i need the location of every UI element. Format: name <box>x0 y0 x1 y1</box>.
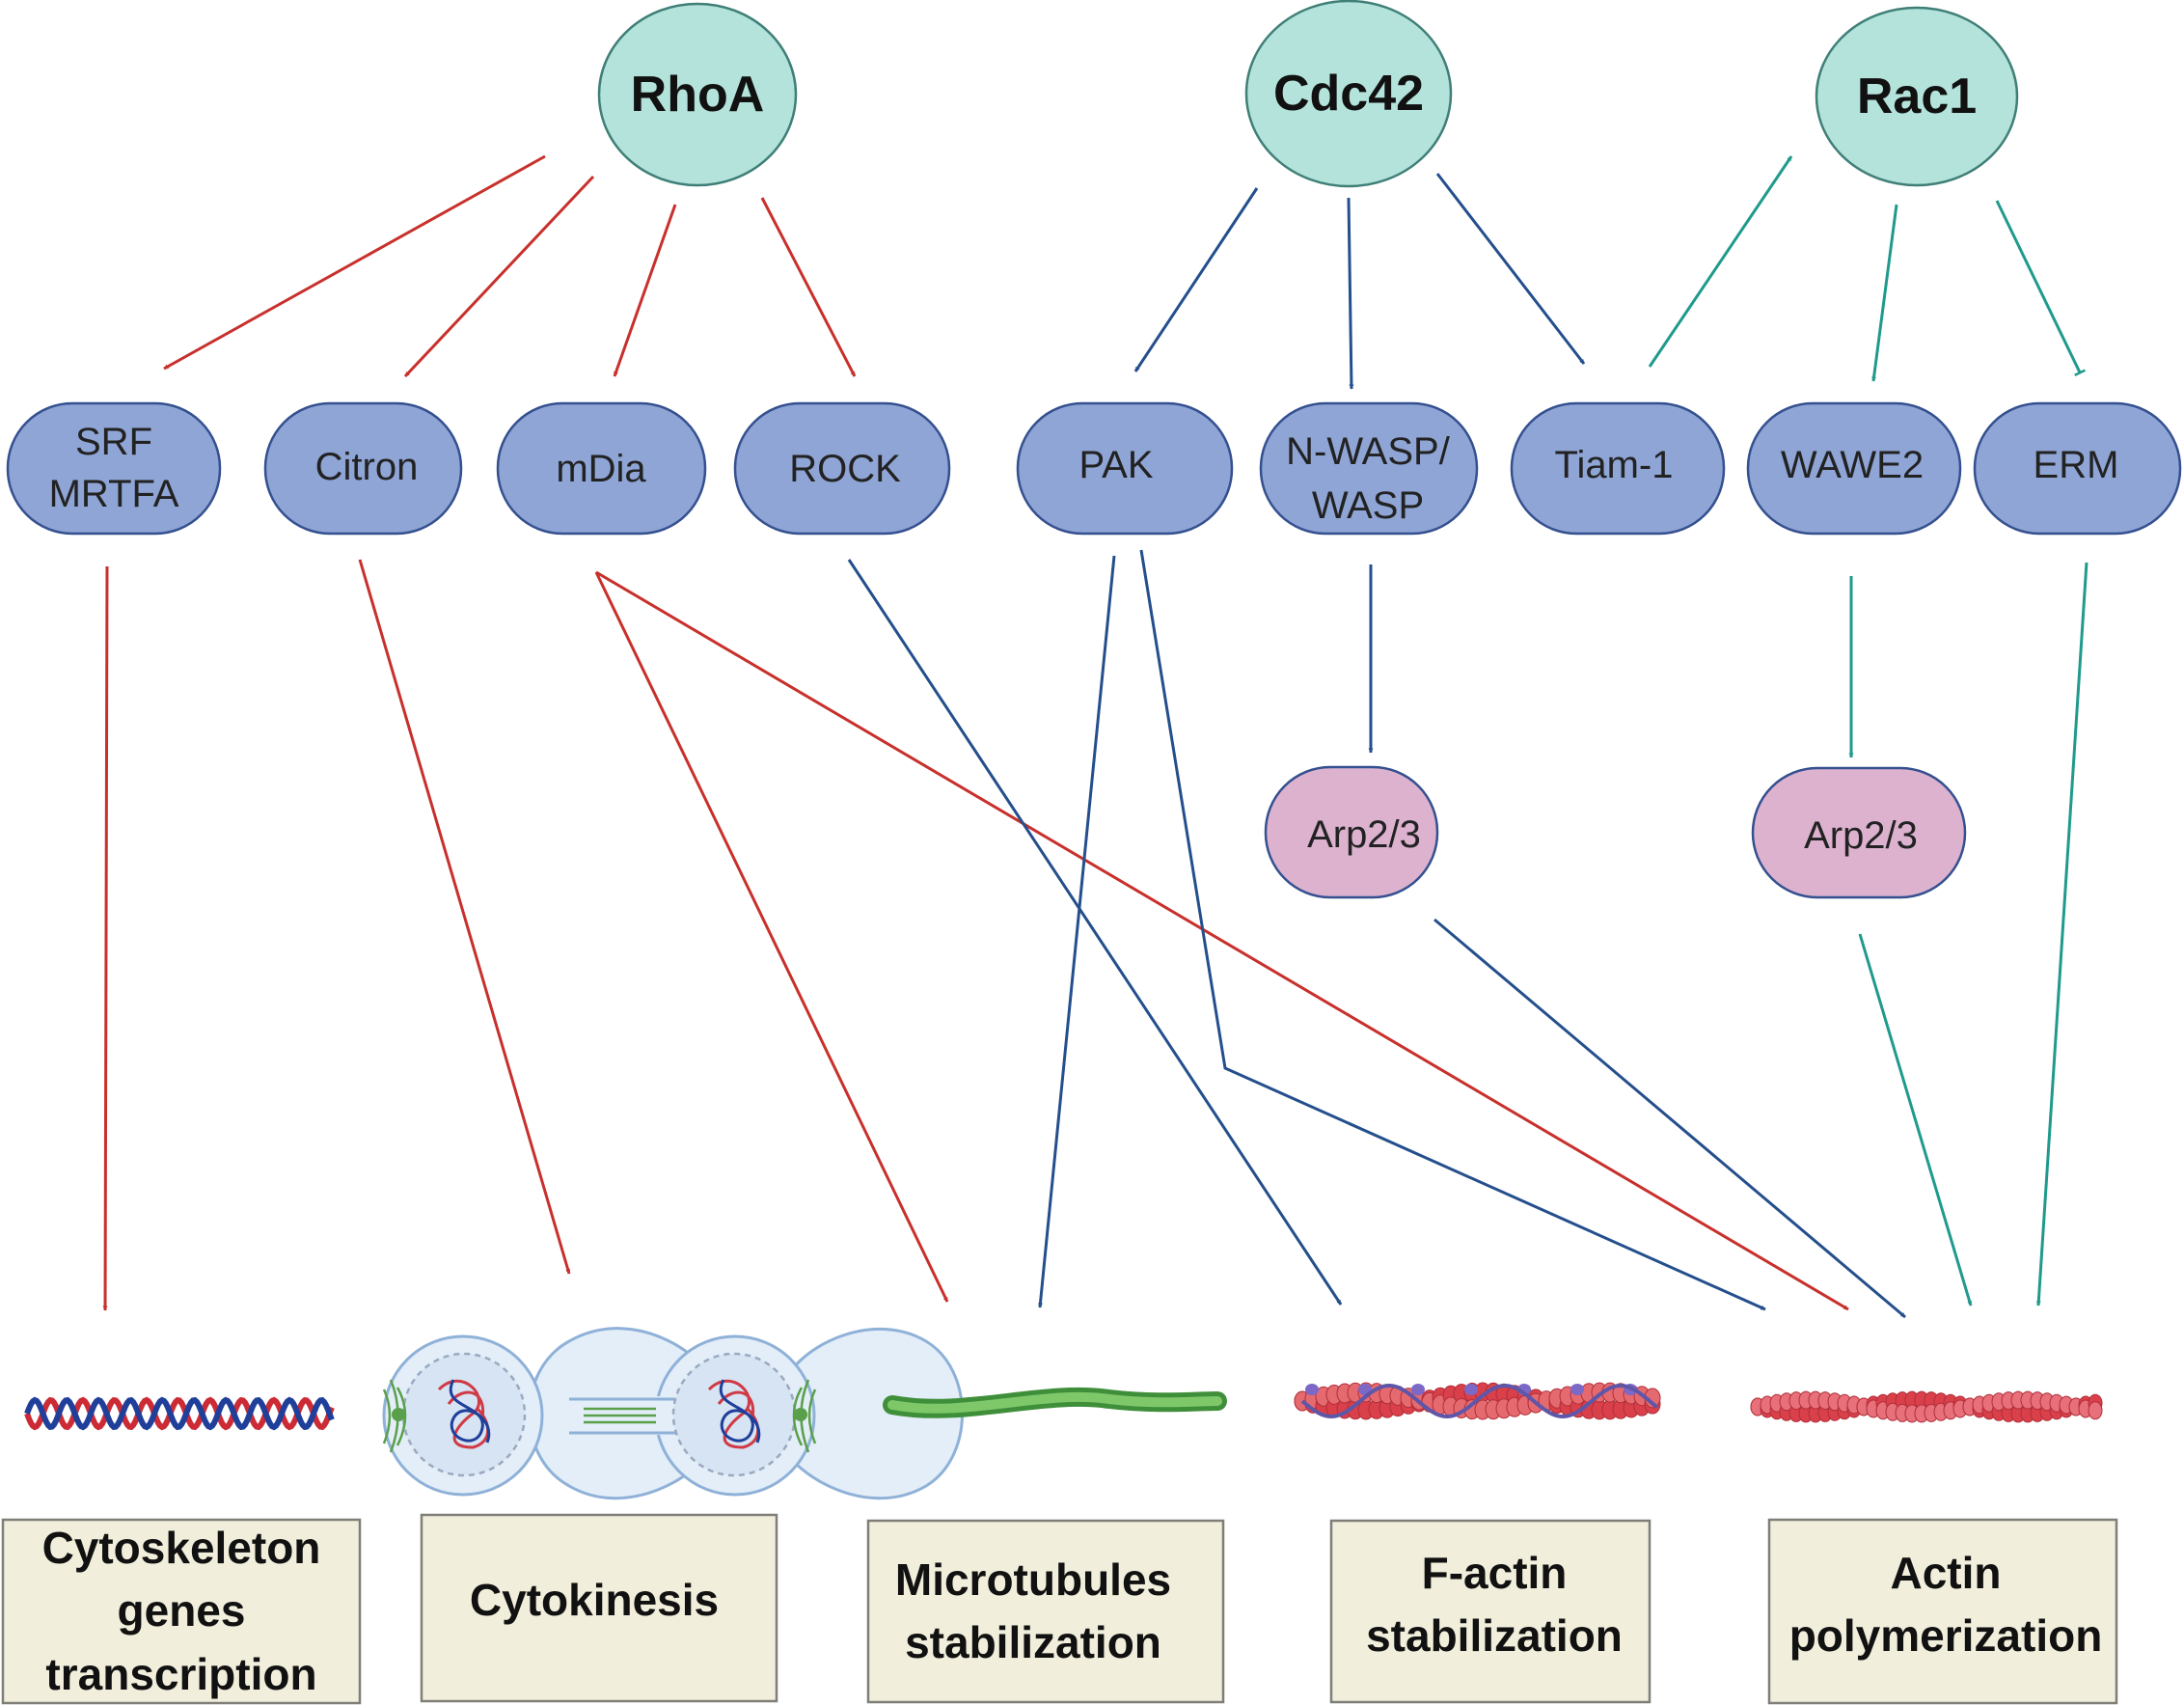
effector-nwasp-line2: WASP <box>1312 484 1424 527</box>
arrow-mdia-actin <box>595 570 1849 1311</box>
arrow-srf-transcription <box>102 565 109 1311</box>
arrows <box>102 154 2088 1319</box>
effector-tiam1-label: Tiam-1 <box>1555 444 1674 486</box>
effector-mdia-label: mDia <box>556 448 646 490</box>
arrow-pak-actin <box>1139 549 1766 1311</box>
outcome-transcription: Cytoskeleton genes transcription <box>1 1518 362 1705</box>
arrow-rac1-wawe <box>1871 204 1898 382</box>
arrow-cdc42-tiam <box>1435 173 1586 365</box>
effector-wawe2: WAWE2 <box>1746 401 1962 536</box>
actin-filament-icon <box>1750 1390 2103 1423</box>
outcome-microtubules-line2: stabilization <box>905 1617 1161 1667</box>
arrow-rock-factin <box>847 559 1343 1306</box>
outcome-factin-line1: F-actin <box>1422 1548 1568 1598</box>
arrow-rhoa-srf <box>163 154 546 371</box>
arp-right-label: Arp2/3 <box>1804 814 1918 857</box>
outcome-factin-line2: stabilization <box>1366 1610 1623 1661</box>
arrow-arp-left-actin <box>1433 918 1906 1319</box>
gtpase-rhoa-label: RhoA <box>631 67 765 123</box>
effector-srf-line1: SRF <box>75 421 152 463</box>
effector-srf-mrtfa: SRF MRTFA <box>6 401 222 536</box>
dividing-cell-icon <box>382 1327 964 1500</box>
outcome-transcription-line3: transcription <box>45 1649 316 1699</box>
microtubule-filament-icon <box>883 1387 1227 1418</box>
arp-left-label: Arp2/3 <box>1307 813 1421 856</box>
effector-citron-label: Citron <box>315 446 419 488</box>
arp-complex-right: Arp2/3 <box>1751 766 1967 899</box>
gtpase-cdc42: Cdc42 <box>1244 0 1453 188</box>
effector-nwasp-wasp: N-WASP/ WASP <box>1259 401 1479 536</box>
outcome-cytokinesis-label: Cytokinesis <box>470 1575 719 1625</box>
arrow-cdc42-pak <box>1133 187 1259 372</box>
effector-rock: ROCK <box>733 401 951 536</box>
arrow-cdc42-nwasp <box>1347 197 1354 390</box>
outcome-cytokinesis: Cytokinesis <box>420 1513 778 1703</box>
effector-srf-line2: MRTFA <box>49 473 179 515</box>
outcome-transcription-line1: Cytoskeleton <box>42 1523 321 1573</box>
arrow-erm-actin <box>2035 562 2088 1306</box>
outcome-microtubules: Microtubules stabilization <box>866 1519 1225 1704</box>
gtpase-rac1-label: Rac1 <box>1857 69 1977 124</box>
outcome-polymerization-line1: Actin <box>1891 1548 2002 1598</box>
effector-mdia: mDia <box>496 401 707 536</box>
arrow-citron-cytokinesis <box>358 559 571 1275</box>
gtpase-rac1: Rac1 <box>1815 6 2019 187</box>
effector-erm-label: ERM <box>2034 444 2119 486</box>
inhibit-rac1-erm <box>1995 200 2087 376</box>
arrow-pak-microtubules <box>1037 555 1116 1308</box>
arrow-rhoa-rock <box>760 197 857 377</box>
outcome-factin: F-actin stabilization <box>1329 1519 1652 1704</box>
effector-citron: Citron <box>263 401 463 536</box>
effector-nwasp-line1: N-WASP/ <box>1286 430 1451 473</box>
outcome-transcription-line2: genes <box>118 1585 246 1636</box>
effector-tiam1: Tiam-1 <box>1510 401 1726 536</box>
dna-double-helix-icon <box>24 1396 335 1431</box>
outcome-microtubules-line1: Microtubules <box>895 1554 1171 1605</box>
effector-rock-label: ROCK <box>789 448 901 490</box>
arrow-rhoa-mdia <box>613 204 677 377</box>
arrow-tiam-rac1 <box>1648 155 1793 368</box>
effector-pak: PAK <box>1016 401 1234 536</box>
outcome-polymerization: Actin polymerization <box>1767 1518 2118 1705</box>
gtpase-cdc42-label: Cdc42 <box>1273 66 1424 122</box>
arrow-mdia-microtubules <box>594 571 949 1303</box>
outcome-polymerization-line2: polymerization <box>1789 1610 2103 1661</box>
f-actin-filament-icon <box>1294 1382 1661 1420</box>
gtpase-rhoa: RhoA <box>597 2 798 187</box>
arrow-rhoa-citron <box>403 175 595 378</box>
effector-erm: ERM <box>1973 401 2182 536</box>
effector-wawe2-label: WAWE2 <box>1781 444 1924 486</box>
arrow-arp-right-actin <box>1858 933 1973 1306</box>
effector-pak-label: PAK <box>1078 444 1153 486</box>
arp-complex-left: Arp2/3 <box>1264 765 1439 899</box>
